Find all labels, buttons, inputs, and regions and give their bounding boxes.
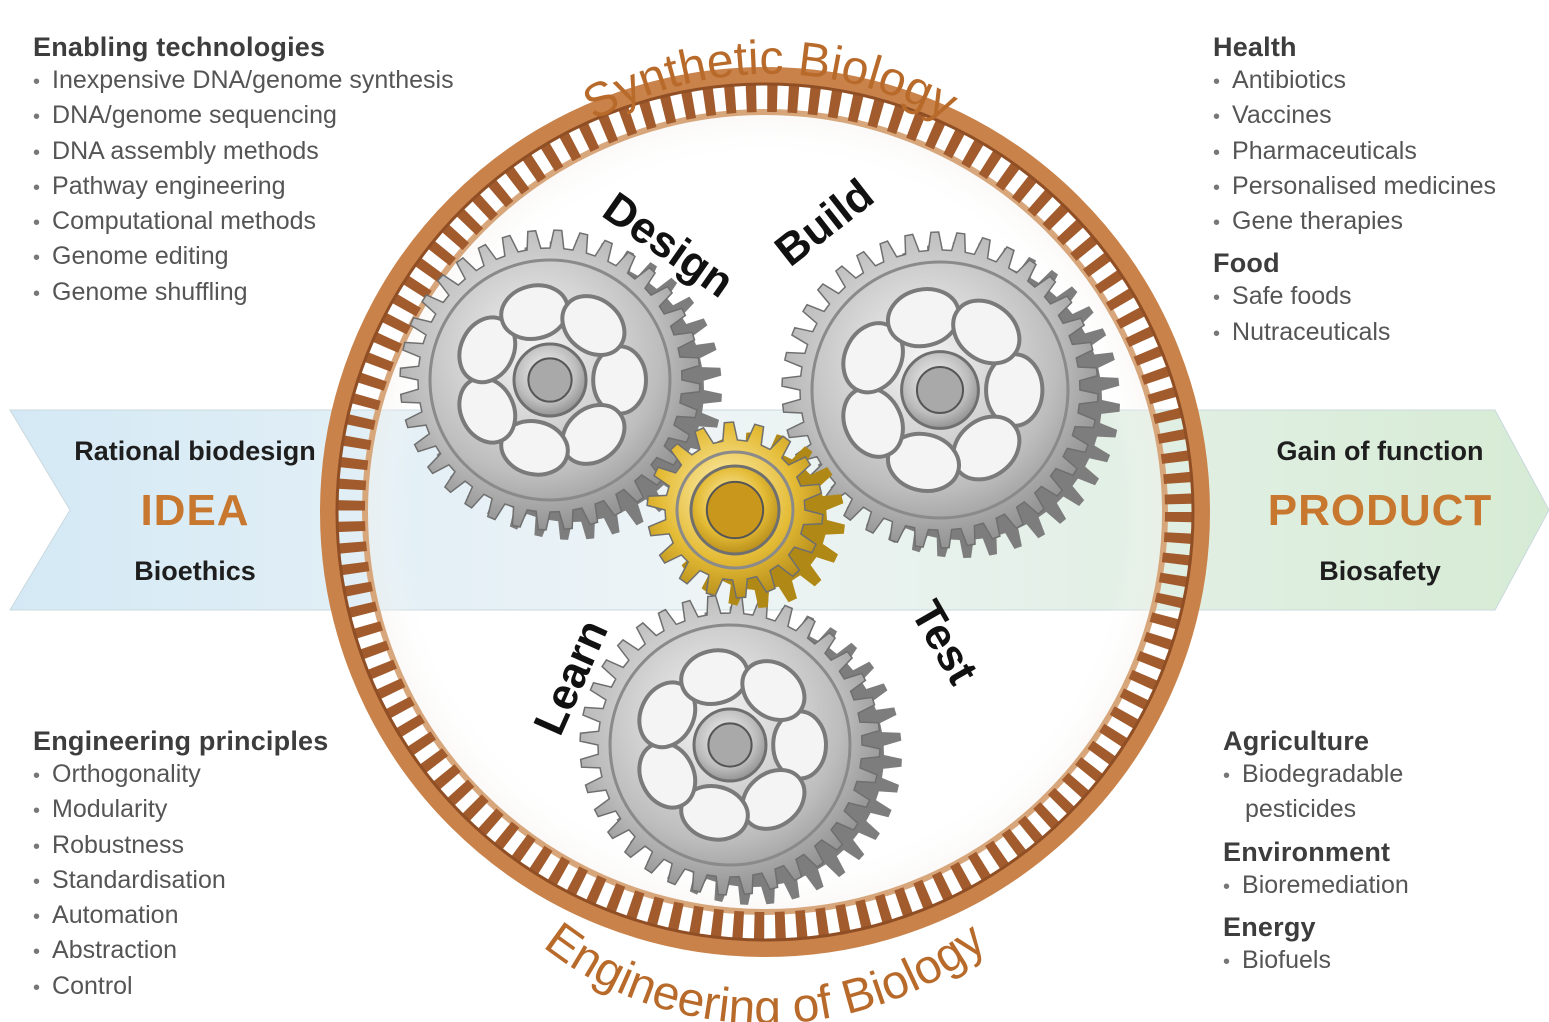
list-item: Computational methods	[33, 205, 454, 240]
list-item: Safe foods	[1213, 280, 1496, 315]
list-item: Biodegradable	[1223, 758, 1409, 793]
agriculture-title: Agriculture	[1223, 724, 1409, 758]
band-right-bottom: Biosafety	[1225, 556, 1535, 587]
list-item: DNA assembly methods	[33, 135, 454, 170]
list-item: Modularity	[33, 793, 328, 828]
list-item: Automation	[33, 899, 328, 934]
list-item: Genome shuffling	[33, 276, 454, 311]
list-item: pesticides	[1223, 793, 1409, 828]
engineering-principles-block: Engineering principles Orthogonality Mod…	[33, 724, 328, 1005]
enabling-technologies-list: Inexpensive DNA/genome synthesis DNA/gen…	[33, 64, 454, 311]
list-item: Orthogonality	[33, 758, 328, 793]
list-item: Standardisation	[33, 864, 328, 899]
energy-title: Energy	[1223, 910, 1409, 944]
health-title: Health	[1213, 30, 1496, 64]
list-item: Nutraceuticals	[1213, 316, 1496, 351]
band-right-main: PRODUCT	[1225, 486, 1535, 536]
environment-title: Environment	[1223, 835, 1409, 869]
list-item: DNA/genome sequencing	[33, 99, 454, 134]
food-group: Food Safe foods Nutraceuticals	[1213, 246, 1496, 351]
list-item: Control	[33, 970, 328, 1005]
list-item: Gene therapies	[1213, 205, 1496, 240]
band-right-top: Gain of function	[1225, 436, 1535, 467]
list-item: Inexpensive DNA/genome synthesis	[33, 64, 454, 99]
list-item: Bioremediation	[1223, 869, 1409, 904]
environment-group: Environment Bioremediation	[1223, 835, 1409, 904]
applications-top-block: Health Antibiotics Vaccines Pharmaceutic…	[1213, 30, 1496, 357]
food-title: Food	[1213, 246, 1496, 280]
enabling-technologies-block: Enabling technologies Inexpensive DNA/ge…	[33, 30, 454, 311]
list-item: Pathway engineering	[33, 170, 454, 205]
engineering-principles-title: Engineering principles	[33, 724, 328, 758]
health-group: Health Antibiotics Vaccines Pharmaceutic…	[1213, 30, 1496, 240]
list-item: Vaccines	[1213, 99, 1496, 134]
list-item: Biofuels	[1223, 944, 1409, 979]
list-item: Antibiotics	[1213, 64, 1496, 99]
applications-bottom-block: Agriculture Biodegradable pesticides Env…	[1223, 724, 1409, 985]
list-item: Robustness	[33, 829, 328, 864]
list-item: Genome editing	[33, 240, 454, 275]
enabling-technologies-title: Enabling technologies	[33, 30, 454, 64]
band-left-top: Rational biodesign	[40, 436, 350, 467]
band-left-bottom: Bioethics	[40, 556, 350, 587]
band-left-main: IDEA	[40, 486, 350, 536]
energy-group: Energy Biofuels	[1223, 910, 1409, 979]
list-item: Personalised medicines	[1213, 170, 1496, 205]
agriculture-group: Agriculture Biodegradable pesticides	[1223, 724, 1409, 829]
ring-bottom-label: Engineering of Biology	[536, 913, 995, 1022]
list-item: Abstraction	[33, 934, 328, 969]
engineering-principles-list: Orthogonality Modularity Robustness Stan…	[33, 758, 328, 1005]
list-item: Pharmaceuticals	[1213, 135, 1496, 170]
